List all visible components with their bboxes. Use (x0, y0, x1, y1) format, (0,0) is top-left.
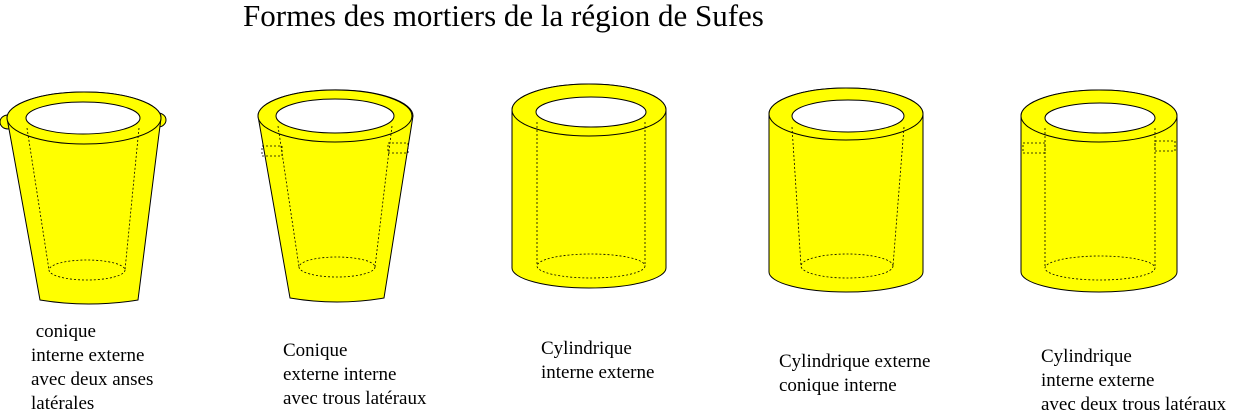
caption-line: avec deux anses (31, 369, 154, 390)
caption-mortar-3: Cylindrique interne externe (541, 337, 654, 385)
caption-line: interne externe (31, 345, 145, 366)
mortar-opening (275, 98, 395, 134)
inner-bottom (48, 259, 126, 281)
mortar-cylindrique-conique (768, 87, 924, 293)
caption-line: Cylindrique externe (779, 351, 931, 372)
caption-line: interne externe (1041, 370, 1155, 391)
caption-line: Cylindrique (1041, 346, 1132, 367)
caption-line: externe interne (283, 364, 397, 385)
mortar-conique-anses (0, 91, 167, 305)
side-hole (261, 145, 283, 157)
caption-line: Conique (283, 340, 348, 361)
caption-mortar-2: Conique externe interne avec trous latér… (283, 339, 426, 411)
mortar-opening (1044, 102, 1156, 134)
side-hole (1154, 140, 1176, 152)
mortar-opening (791, 99, 905, 133)
inner-bottom (536, 253, 646, 279)
figure-title: Formes des mortiers de la région de Sufe… (243, 0, 764, 33)
caption-line: avec trous latéraux (283, 388, 427, 409)
caption-line: latérales (31, 393, 95, 414)
mortar-opening (535, 96, 647, 128)
caption-line: conique interne (779, 375, 897, 396)
side-hole (387, 142, 409, 154)
caption-line: avec deux trous latéraux (1041, 394, 1227, 415)
caption-mortar-5: Cylindrique interne externe avec deux tr… (1041, 345, 1226, 417)
inner-wall-line (791, 126, 802, 267)
mortar-cylindrique-trous (1020, 89, 1178, 293)
inner-bottom (1044, 255, 1156, 281)
caption-mortar-1: conique interne externe avec deux anses … (31, 320, 153, 416)
caption-line: interne externe (541, 362, 655, 383)
mortar-opening (25, 101, 141, 135)
mortar-conique-trous (257, 89, 414, 303)
caption-mortar-4: Cylindrique externe conique interne (779, 350, 930, 398)
mortar-cylindrique (511, 83, 667, 289)
inner-bottom (298, 256, 376, 278)
caption-line: Cylindrique (541, 338, 632, 359)
inner-wall-line (892, 126, 905, 267)
inner-bottom (800, 253, 894, 279)
caption-line: conique (31, 321, 96, 342)
